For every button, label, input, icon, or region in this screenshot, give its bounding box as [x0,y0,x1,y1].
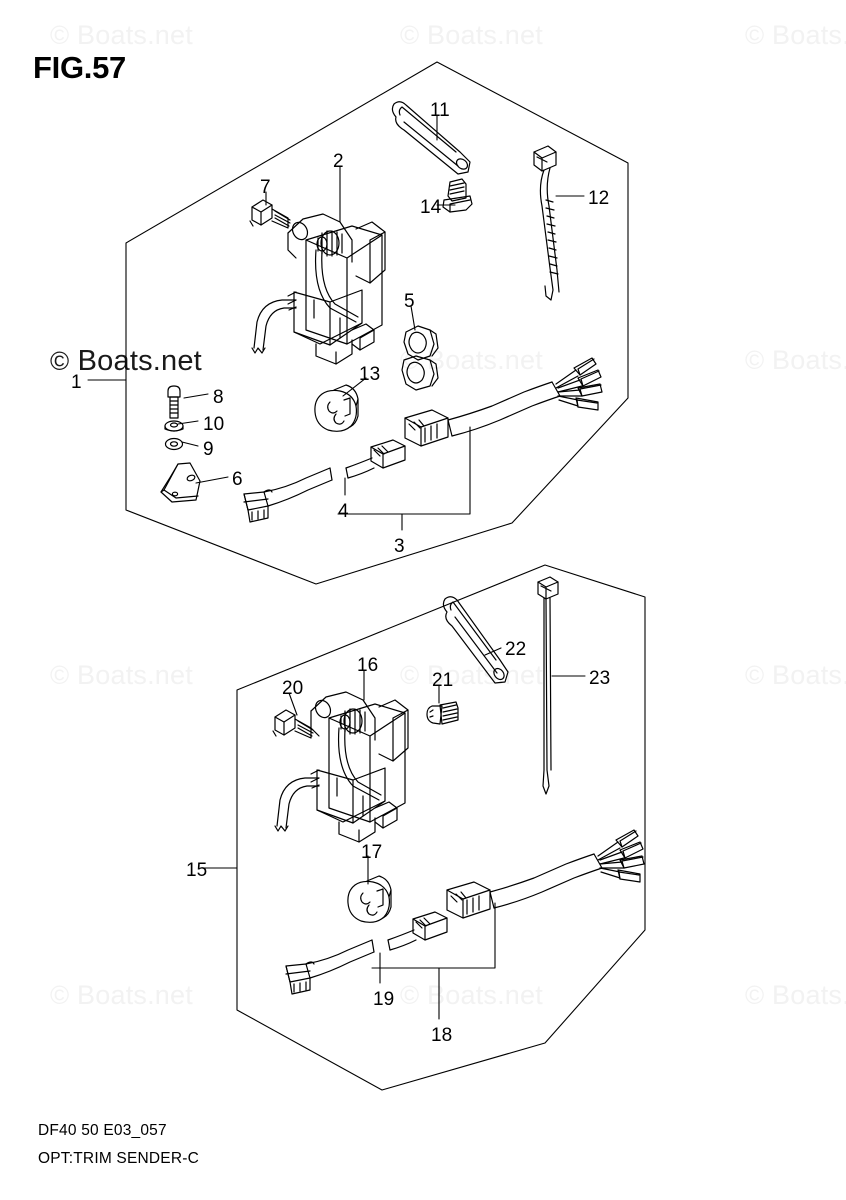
part-7-hex-bolt [249,199,291,229]
callout-8-bolt-upper[interactable]: 8 [213,387,224,408]
callout-17-grommet-cap-lower[interactable]: 17 [361,842,383,863]
callout-14-flange-bolt-upper[interactable]: 14 [420,197,442,218]
footer-section-title: OPT:TRIM SENDER-C [38,1150,199,1167]
part-12-cable-tie [533,145,560,301]
leader-line-20 [288,692,298,716]
callout-7-hex-bolt-upper[interactable]: 7 [260,177,271,198]
part-16-trim-sender-unit [274,691,409,843]
callout-18-main-wiring-harness-lower[interactable]: 18 [431,1025,453,1046]
callout-4-sub-wiring-lead-upper[interactable]: 4 [338,501,349,522]
leader-line-5 [410,305,416,331]
callout-15-trim-sender-set-lower[interactable]: 15 [186,860,208,881]
leader-line-6 [195,476,229,484]
callout-11-clamp-band-upper[interactable]: 11 [430,100,450,121]
part-10-flange-washer [164,420,184,432]
leader-line-3 [337,426,471,531]
leader-lines [87,114,586,1020]
part-9-washer [164,437,184,451]
leader-line-18 [371,902,496,1020]
part-11-clamp-band [391,101,471,175]
callout-10-flange-washer-upper[interactable]: 10 [203,414,225,435]
part-20-hex-bolt [272,709,314,739]
part-5-wire-clamp [401,325,439,391]
leader-line-8 [183,393,209,399]
part-2-trim-sender-unit [251,213,386,365]
callout-20-hex-bolt-lower[interactable]: 20 [282,678,304,699]
part-3-main-wiring-harness [345,357,603,479]
figure-title: FIG.57 [33,50,126,85]
callout-9-washer-upper[interactable]: 9 [203,439,214,460]
callout-13-grommet-cap-upper[interactable]: 13 [359,364,381,385]
callout-19-sub-wiring-lead-lower[interactable]: 19 [373,989,395,1010]
callout-23-cable-tie-lower[interactable]: 23 [589,668,611,689]
callout-6-mounting-bracket-upper[interactable]: 6 [232,469,243,490]
callout-1-trim-sender-set-upper[interactable]: 1 [71,372,82,393]
callout-5-wire-clamp-upper[interactable]: 5 [404,291,415,312]
callout-16-trim-sender-unit-lower[interactable]: 16 [357,655,379,676]
callout-3-main-wiring-harness-upper[interactable]: 3 [394,536,405,557]
callout-2-trim-sender-unit-upper[interactable]: 2 [333,151,344,172]
trim-sender-assembly-upper-boundary [125,61,629,585]
leader-line-9 [181,441,199,447]
footer-model-code: DF40 50 E03_057 [38,1122,167,1139]
callout-12-cable-tie-upper[interactable]: 12 [588,188,610,209]
part-14-flange-bolt [442,178,473,213]
assembly-boundaries [125,61,646,1091]
part-19-sub-wiring-lead [285,939,375,995]
leader-line-22 [484,647,502,656]
part-18-main-wiring-harness [387,829,645,951]
callout-22-clamp-band-lower[interactable]: 22 [505,639,527,660]
part-8-bolt [167,385,181,419]
part-17-grommet-cap [347,875,392,923]
part-6-mounting-bracket [160,462,201,503]
trim-sender-assembly-lower-boundary [236,564,646,1091]
callout-21-flange-bolt-lower[interactable]: 21 [432,670,454,691]
part-21-flange-bolt [426,701,459,725]
part-23-cable-tie [537,576,559,795]
part-13-grommet-cap [314,384,359,432]
part-4-sub-wiring-lead [243,467,333,523]
part-22-clamp-band [442,596,509,684]
